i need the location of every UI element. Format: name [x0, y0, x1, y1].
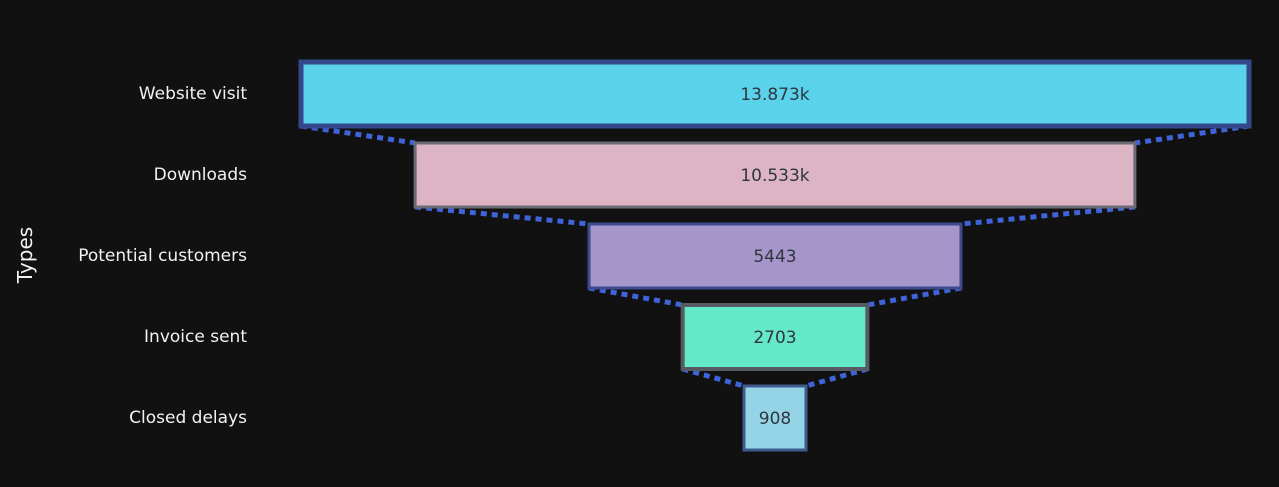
funnel-value-labels: 13.873k 10.533k 5443 2703 908: [740, 85, 809, 429]
funnel-category-label-3: Invoice sent: [144, 327, 247, 347]
funnel-category-label-1: Downloads: [154, 165, 248, 185]
funnel-connector-right-2: [866, 285, 962, 308]
funnel-connector-left-1: [414, 204, 590, 227]
funnel-bar-3: [680, 303, 870, 371]
funnel-connector-left-0: [300, 123, 416, 146]
funnel-category-label-2: Potential customers: [78, 246, 247, 266]
funnel-connectors: [300, 123, 1250, 389]
funnel-connector-left-2: [588, 285, 684, 308]
funnel-bar-1: [413, 141, 1137, 209]
y-axis-title: Types: [13, 227, 37, 284]
funnel-value-label-0: 13.873k: [740, 85, 809, 105]
funnel-category-label-4: Closed delays: [129, 408, 247, 428]
funnel-value-label-1: 10.533k: [740, 166, 809, 186]
funnel-bar-4: [742, 384, 808, 452]
funnel-bars: [298, 59, 1252, 452]
funnel-category-label-0: Website visit: [139, 84, 248, 104]
funnel-bar-0: [298, 59, 1252, 129]
funnel-bar-2: [587, 222, 963, 290]
funnel-value-label-2: 5443: [753, 247, 796, 267]
funnel-connector-right-1: [960, 204, 1136, 227]
funnel-connector-right-0: [1134, 123, 1250, 146]
funnel-value-label-4: 908: [759, 409, 791, 429]
funnel-value-label-3: 2703: [753, 328, 796, 348]
